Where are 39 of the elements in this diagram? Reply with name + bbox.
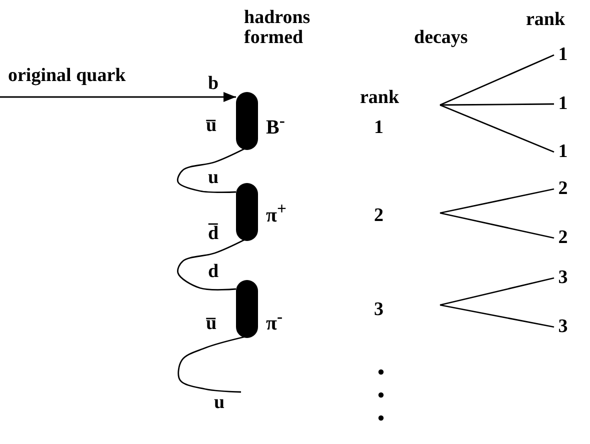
decay-line (440, 188, 554, 214)
rank-number: 2 (556, 178, 570, 200)
quark-string-line (177, 239, 244, 290)
quark-label: u (214, 393, 225, 413)
column-heading: hadrons formed (244, 8, 312, 48)
hadron-label: π$^{-}$ (266, 308, 283, 335)
column-heading: rank (360, 88, 400, 108)
decay-line (440, 103, 554, 106)
rank-number: 2 (556, 227, 570, 249)
rank-number: 1 (556, 93, 570, 115)
quark-label: d̅ (208, 224, 219, 244)
column-heading: rank (526, 10, 566, 30)
quark-label: u̅ (206, 116, 217, 136)
decay-line (440, 277, 554, 306)
rank-number: 1 (556, 141, 570, 163)
hadron-label: π$^{+}$ (266, 200, 286, 227)
arrow (0, 92, 236, 102)
rank-number: 3 (374, 300, 384, 320)
rank-number: 1 (556, 44, 570, 66)
hadron-bar (236, 280, 258, 338)
column-heading: decays (414, 28, 468, 48)
decay-line (440, 212, 554, 239)
rank-number: 2 (374, 206, 384, 226)
quark-label: d (208, 262, 219, 282)
rank-number: 1 (374, 118, 384, 138)
quark-string-line (176, 148, 244, 194)
rank-number: 3 (556, 267, 570, 289)
hadron-label: B$^{-}$ (266, 112, 285, 139)
decay-line (440, 104, 554, 153)
decay-line (440, 54, 554, 106)
quark-label: b (208, 74, 219, 94)
quark-label: u̅ (206, 314, 217, 334)
decay-line (440, 304, 554, 328)
rank-number: 3 (556, 316, 570, 338)
quark-string-line (178, 336, 244, 393)
hadron-bar (236, 92, 258, 150)
hadron-bar (236, 183, 258, 241)
edge-label: original quark (6, 66, 128, 86)
quark-label: u (208, 168, 219, 188)
